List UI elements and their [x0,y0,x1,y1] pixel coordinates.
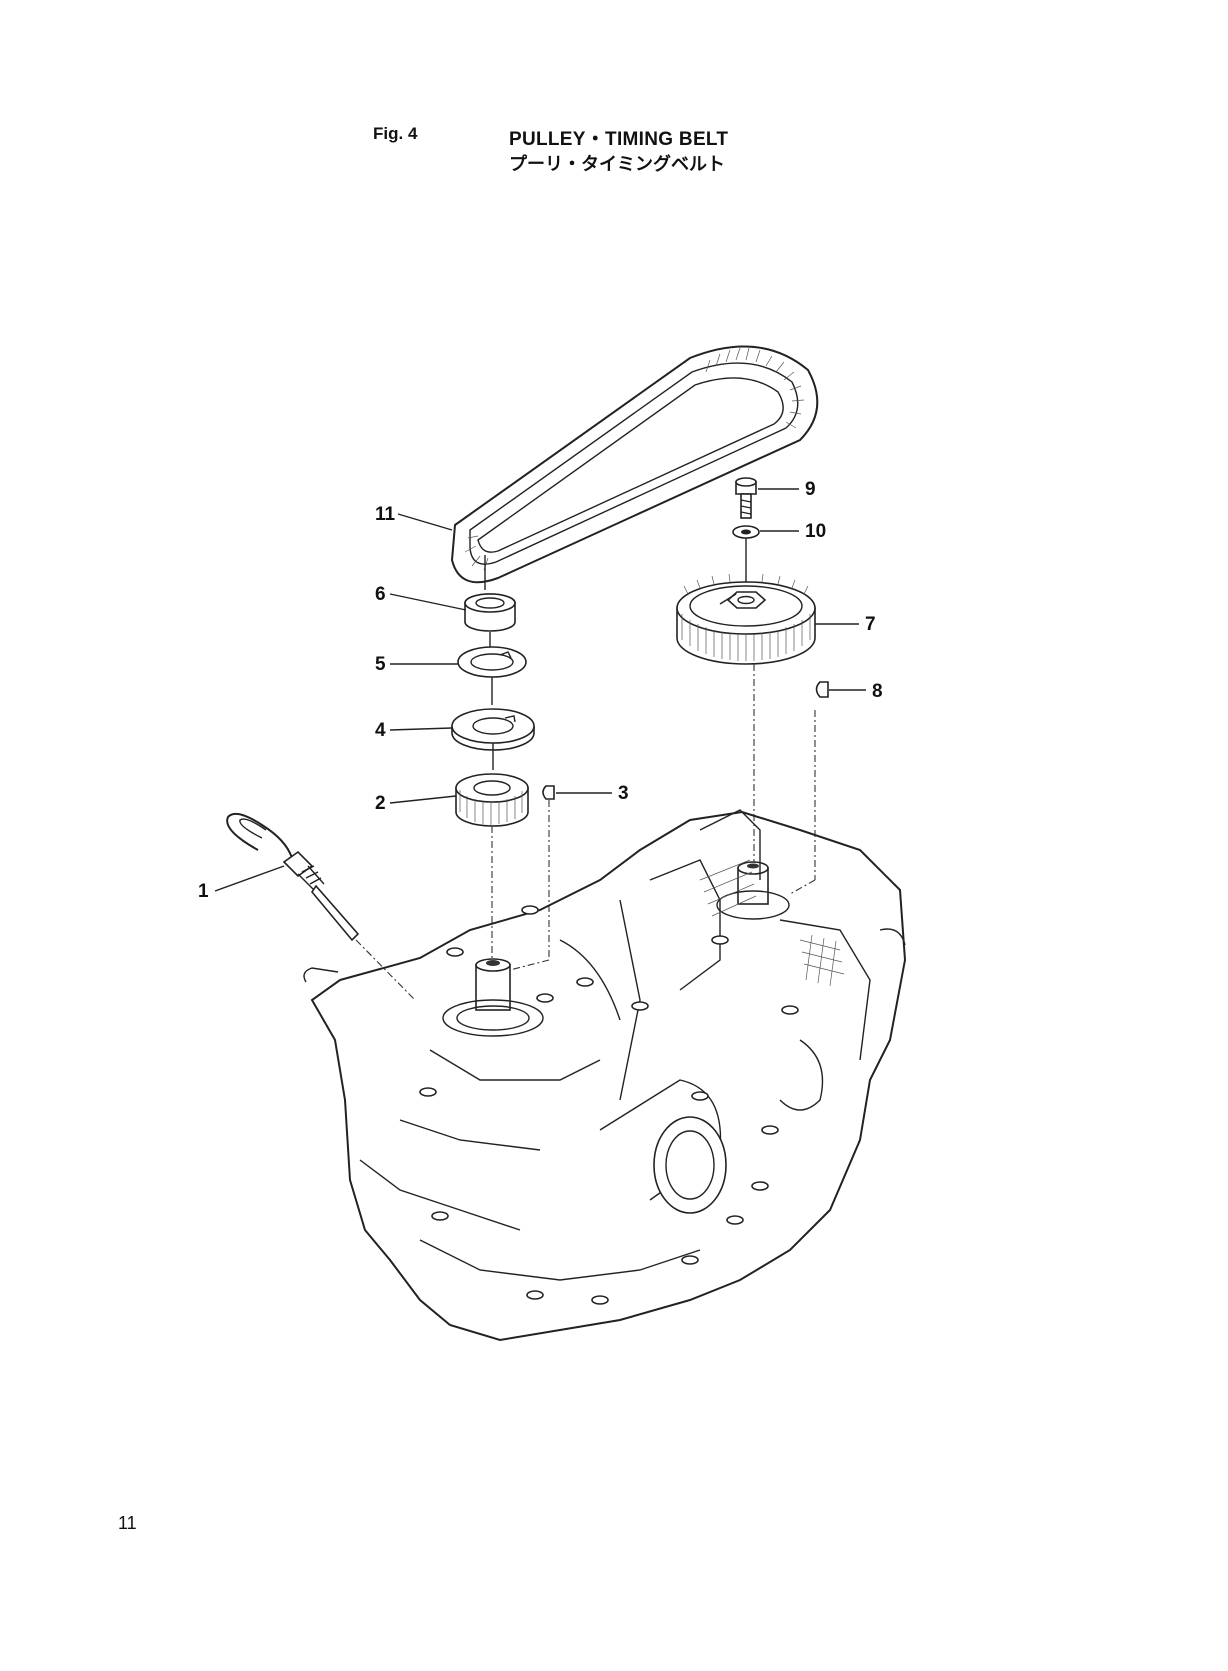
figure-title: PULLEY・TIMING BELT [509,129,729,150]
callout-11: 11 [375,504,396,525]
washer-part-10 [732,525,760,539]
callout-1: 1 [198,881,209,902]
key-part-3 [542,785,555,800]
callout-8: 8 [872,681,883,702]
timing-belt [450,345,819,584]
callout-6: 6 [375,584,386,605]
bolt-part-9 [735,477,757,519]
key-part-8 [815,681,829,698]
dipstick-part-1 [226,812,360,942]
cam-pulley-part-7 [676,573,816,665]
engine-block [303,809,907,1342]
callout-7: 7 [865,614,876,635]
callout-5: 5 [375,654,386,675]
callout-2: 2 [375,793,386,814]
callout-10: 10 [805,521,826,542]
figure-number: Fig. 4 [373,124,418,143]
callout-9: 9 [805,479,816,500]
collar-part-6 [464,593,516,632]
page-number: 11 [118,1513,137,1533]
callout-4: 4 [375,720,386,741]
figure-title-japanese: プーリ・タイミングベルト [509,154,725,175]
callout-3: 3 [618,783,629,804]
crank-pulley-part-2 [455,773,529,827]
washer-part-5 [457,646,527,678]
